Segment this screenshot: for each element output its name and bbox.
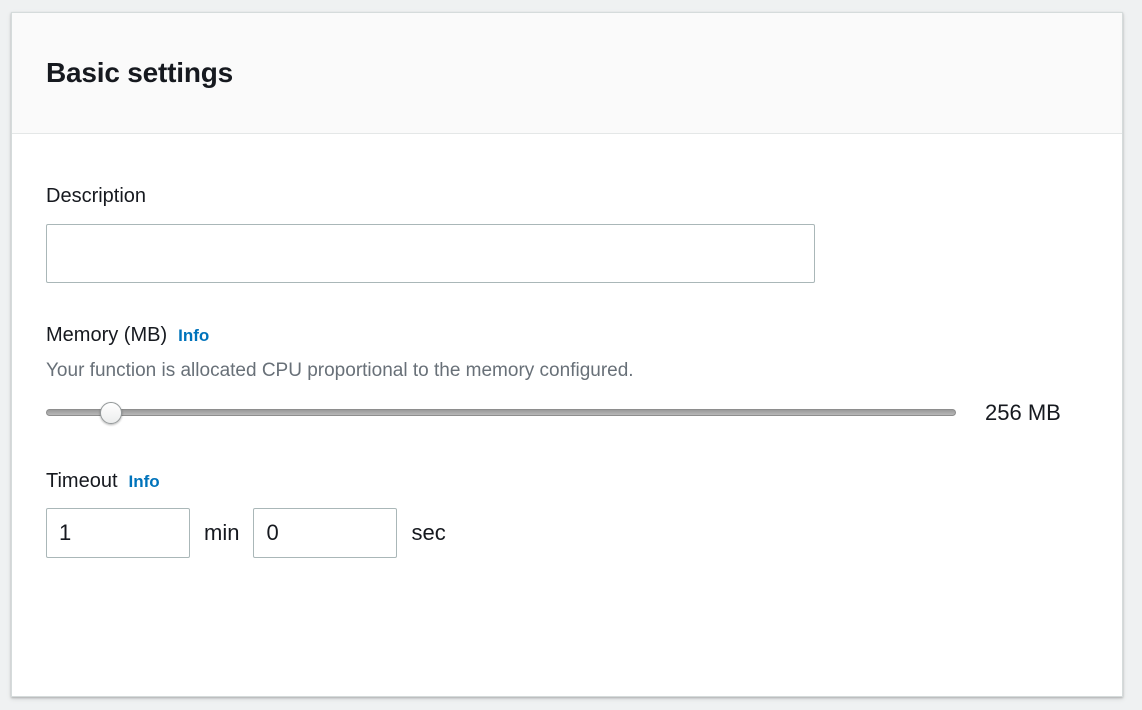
timeout-minutes-unit-label: min xyxy=(204,519,240,545)
description-input[interactable] xyxy=(46,224,815,283)
description-form-group: Description xyxy=(46,184,1088,283)
timeout-info-link[interactable]: Info xyxy=(128,471,160,491)
memory-slider-row: 256 MB xyxy=(46,397,1088,428)
memory-label: Memory (MB) xyxy=(46,324,168,346)
description-label-row: Description xyxy=(46,184,1088,209)
description-label: Description xyxy=(46,185,147,207)
timeout-form-group: Timeout Info min sec xyxy=(46,469,1088,558)
memory-slider[interactable] xyxy=(46,397,956,428)
memory-info-link[interactable]: Info xyxy=(178,326,210,345)
memory-slider-wrap xyxy=(46,397,956,428)
basic-settings-card: Basic settings Description Memory (MB) I… xyxy=(11,12,1123,697)
timeout-minutes-input[interactable] xyxy=(46,507,190,558)
timeout-seconds-input[interactable] xyxy=(253,507,398,558)
timeout-seconds-unit-label: sec xyxy=(411,519,446,545)
memory-label-row: Memory (MB) Info xyxy=(46,323,1088,348)
memory-value-label: 256 MB xyxy=(985,399,1061,425)
timeout-label-row: Timeout Info xyxy=(46,469,1088,494)
memory-hint-text: Your function is allocated CPU proportio… xyxy=(46,360,634,381)
memory-form-group: Memory (MB) Info Your function is alloca… xyxy=(46,323,1088,428)
card-header: Basic settings xyxy=(12,13,1122,134)
page-title: Basic settings xyxy=(46,57,234,89)
card-body: Description Memory (MB) Info Your functi… xyxy=(12,134,1122,558)
timeout-label: Timeout xyxy=(46,469,118,492)
timeout-inputs-row: min sec xyxy=(46,507,1088,558)
